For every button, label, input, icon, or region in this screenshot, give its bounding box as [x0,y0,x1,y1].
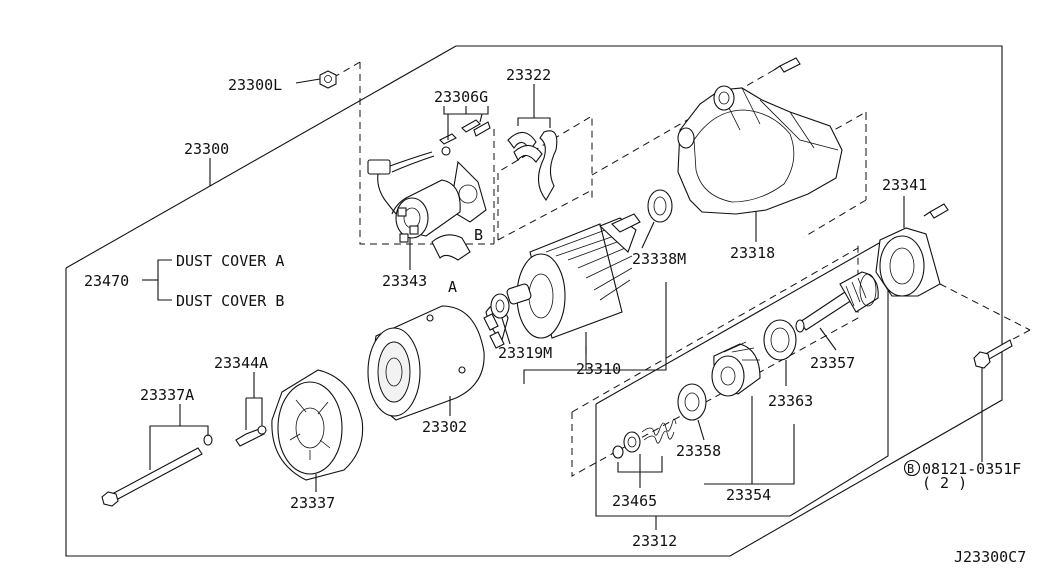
pinion-gear-23354 [711,341,761,397]
label-dust-cover-b: DUST COVER B [176,292,284,310]
clutch-ring-23358 [677,383,707,421]
bearing-23319M [490,293,510,319]
spring-ring-23465 [612,418,677,459]
label-bolt-part: 08121-0351F [922,460,1021,478]
diagram-id: J23300C7 [954,548,1026,566]
assembly-outline [65,45,1003,557]
label-23470: 23470 [84,272,129,290]
label-23338M: 23338M [632,250,686,268]
mark-a: A [448,278,457,296]
part-labels: 23300L 23306G 23322 23300 23343 B A 2347… [84,66,1026,566]
label-23344A: 23344A [214,354,268,372]
bolt-b-badge [903,459,921,477]
label-bolt-qty: ( 2 ) [922,474,967,492]
label-23300L: 23300L [228,76,282,94]
label-23354: 23354 [726,486,771,504]
shift-lever-23322 [507,130,558,201]
nut-23300L [319,70,337,89]
label-23300: 23300 [184,140,229,158]
label-23337A: 23337A [140,386,194,404]
bolt-08121-0351F [973,339,1013,369]
label-23312: 23312 [632,532,677,550]
label-23322: 23322 [506,66,551,84]
pinion-shaft-23357 [795,271,879,333]
yoke-23302 [367,305,505,421]
armature-23310 [506,213,641,339]
label-23302: 23302 [422,418,467,436]
label-23357: 23357 [810,354,855,372]
label-23337: 23337 [290,494,335,512]
ring-23363 [763,319,797,361]
label-dust-cover-a: DUST COVER A [176,252,284,270]
through-bolt-23337A [101,434,213,507]
label-bolt-b: B [907,462,914,476]
bearing-23338M [647,189,673,223]
housing-23318 [677,57,843,215]
solenoid-wire-connector [367,151,435,219]
mark-b: B [474,226,483,244]
label-23306G: 23306G [434,88,488,106]
label-23318: 23318 [730,244,775,262]
dust-cover-a [431,234,471,261]
rear-cover-23337 [271,369,364,481]
label-23465: 23465 [612,492,657,510]
screw-23344A [235,425,267,447]
solenoid-23343 [391,160,487,243]
label-23358: 23358 [676,442,721,460]
leader-lines [142,78,983,530]
label-23319M: 23319M [498,344,552,362]
retainer-23341 [875,203,949,297]
label-23343: 23343 [382,272,427,290]
label-23310: 23310 [576,360,621,378]
label-23363: 23363 [768,392,813,410]
label-23341: 23341 [882,176,927,194]
